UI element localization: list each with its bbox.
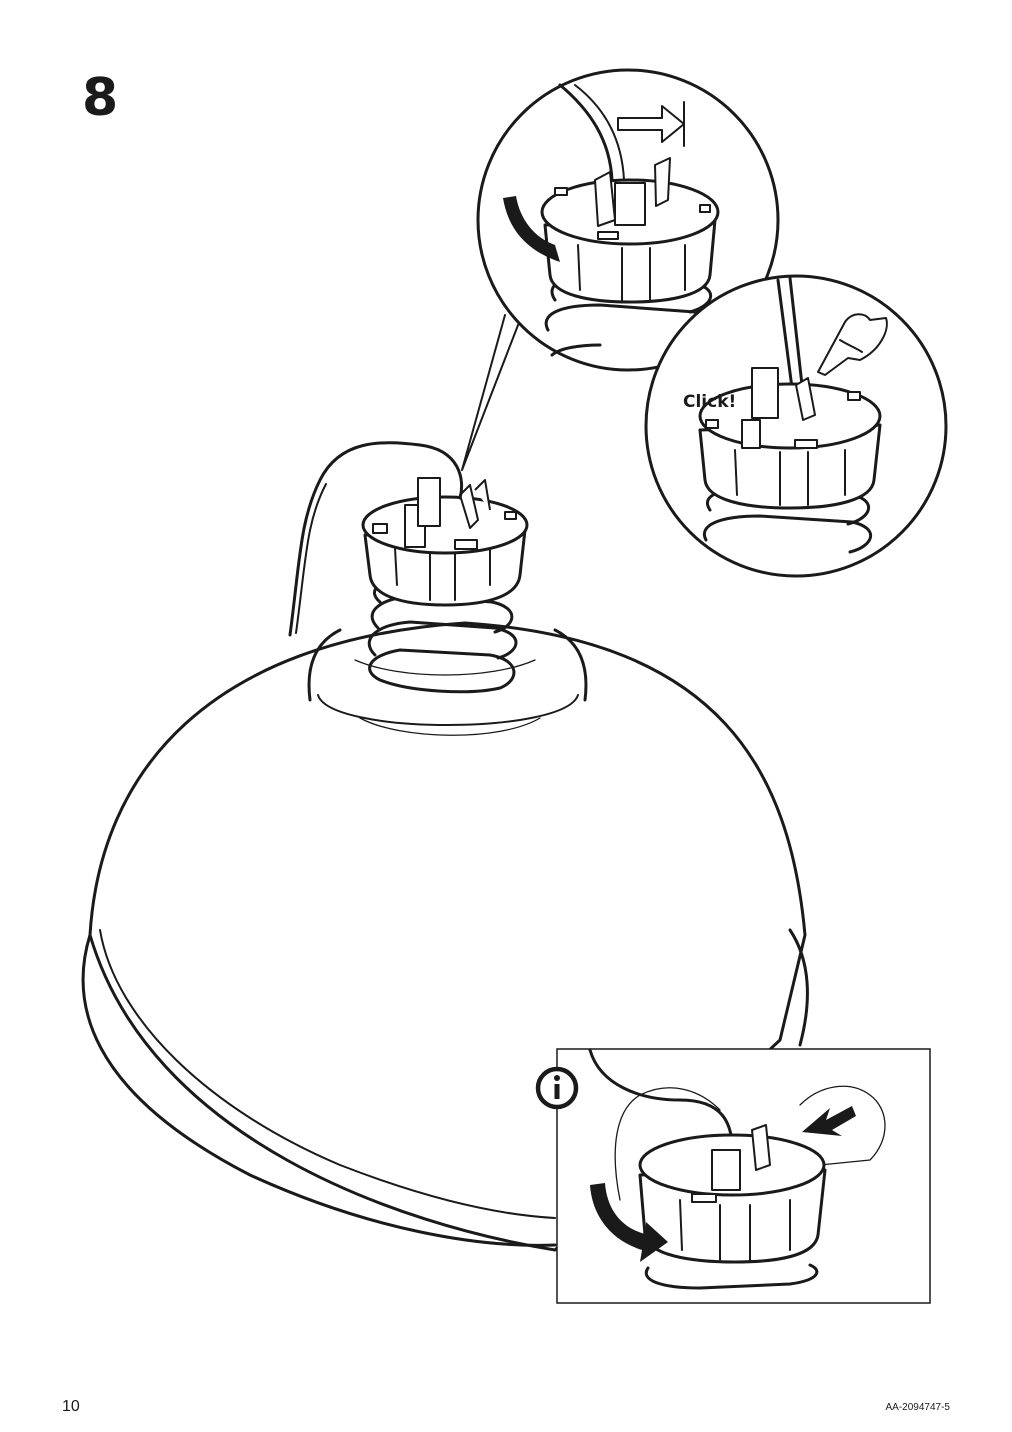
detail-circle-rotate — [461, 68, 780, 471]
info-icon — [535, 1066, 579, 1110]
power-cord — [288, 441, 464, 637]
lamp-holder — [361, 477, 529, 607]
page-number: 10 — [62, 1398, 80, 1415]
document-code: AA-2094747-5 — [885, 1402, 951, 1413]
click-label: Click! — [683, 392, 736, 412]
detail-circle-click: Click! — [644, 274, 948, 578]
shade-neck — [307, 628, 588, 736]
info-box — [535, 1048, 931, 1304]
step-number: 8 — [82, 68, 119, 128]
